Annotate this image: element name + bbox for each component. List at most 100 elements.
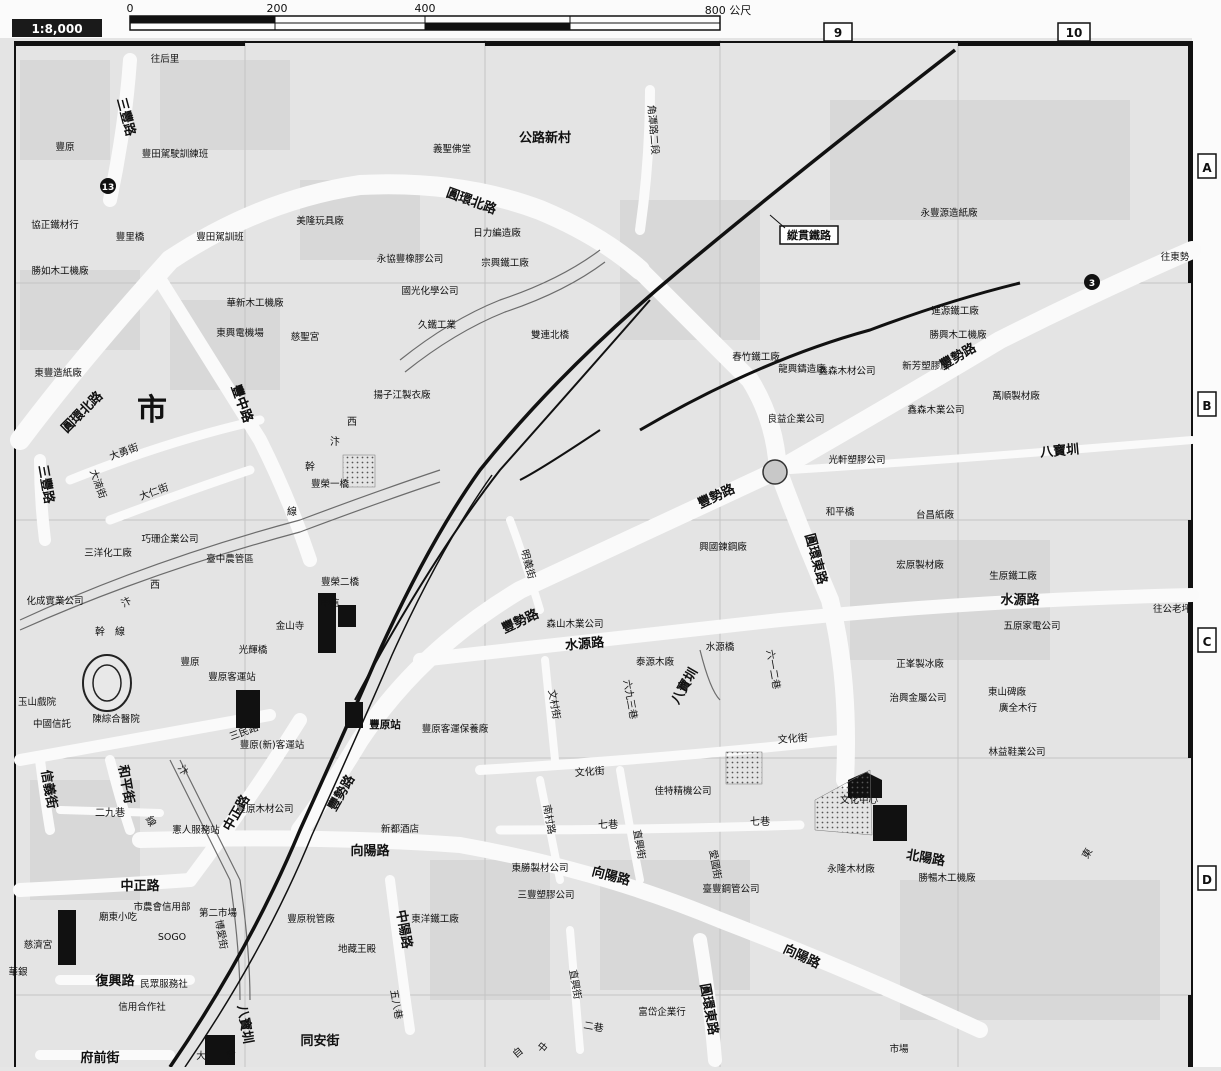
railways — [168, 48, 1021, 1068]
place-label: 華新木工機廠 — [226, 297, 284, 309]
road-label: 八寶圳 — [233, 1003, 256, 1045]
road-label: 向陽路 — [350, 843, 390, 859]
place-label: 佳特精機公司 — [654, 785, 711, 797]
road-label: 信義街 — [38, 769, 61, 810]
scale-bar — [12, 15, 721, 37]
place-label: 巧珊企業公司 — [141, 533, 198, 545]
place-label: 國光化學公司 — [401, 285, 458, 297]
place-label: 協正鐵材行 — [31, 219, 79, 231]
road-label: 三豐路 — [35, 464, 58, 506]
place-label: 鑫森木材公司 — [818, 365, 875, 377]
place-label: 金山寺 — [276, 620, 305, 632]
place-label: 富岱企業行 — [638, 1006, 686, 1018]
roundabout-circle — [762, 459, 788, 485]
place-labels: 豐里橋雙連北橋和平橋豐榮一橋豐榮二橋光輝橋水源橋豐田駕訓班豐田駕駛訓練班豐原豐原… — [8, 141, 1060, 1062]
grid-row-label: B — [1202, 399, 1211, 413]
direction-label: 往后里 — [151, 53, 180, 65]
grid-column-label: 9 — [834, 26, 842, 40]
place-label: 玉山戲院 — [18, 696, 57, 708]
parks — [342, 454, 873, 836]
place-label: 豐原客運站 — [208, 671, 256, 683]
place-label: 慈濟宮 — [24, 939, 53, 951]
station-label: 豐原站 — [369, 718, 401, 731]
place-label: 永豐源造紙廠 — [920, 207, 978, 219]
grid-row-label: A — [1202, 161, 1212, 175]
place-label: 和平橋 — [826, 506, 855, 518]
road-label: 汴 — [330, 435, 340, 448]
place-label: 五原家電公司 — [1003, 620, 1060, 632]
place-label: 豐原(新)客運站 — [240, 739, 305, 751]
road-label: 幹 — [95, 625, 105, 638]
place-label: 信用合作社 — [118, 1001, 166, 1013]
rail-label: 縱貫鐵路 — [787, 228, 832, 242]
road-label: 線 — [115, 625, 125, 638]
place-label: 正峯製冰廠 — [896, 658, 944, 670]
place-label: 豐原 — [55, 141, 74, 153]
road-label: 文化街 — [777, 731, 808, 747]
place-label: 久鐵工業 — [418, 319, 457, 331]
direction-label: 往東勢 — [1161, 251, 1190, 263]
place-label: 永隆木材廠 — [827, 863, 875, 875]
place-label: 森山木業公司 — [546, 618, 603, 630]
place-label: 慈聖宮 — [291, 331, 320, 343]
place-label: 豐田駕駛訓練班 — [142, 148, 209, 160]
scale-tick-label: 200 — [267, 2, 288, 15]
road-label: 七巷 — [598, 819, 618, 831]
place-label: 泰源木廠 — [636, 656, 675, 668]
place-label: 永協豐橡膠公司 — [377, 253, 444, 265]
place-label: 化成實業公司 — [26, 595, 83, 607]
place-label: 第二市場 — [199, 907, 238, 919]
road-label: 七巷 — [750, 816, 770, 828]
place-label: 豐里橋 — [116, 231, 145, 243]
place-label: 勝如木工機廠 — [31, 265, 89, 277]
place-label: 日力編造廠 — [473, 227, 521, 239]
place-label: 豐原木材公司 — [236, 803, 293, 815]
road-label: 幹 — [305, 460, 315, 473]
scale-tick-label: 0 — [127, 2, 134, 15]
road-label: 復興路 — [94, 973, 135, 989]
road-label: 府前街 — [80, 1050, 119, 1066]
scale-ratio: 1:8,000 — [31, 22, 82, 36]
place-label: 大 — [196, 1050, 206, 1062]
place-label: 雙連北橋 — [531, 329, 570, 341]
grid-row-label: D — [1202, 873, 1212, 887]
place-label: 文化中心 — [840, 794, 879, 806]
place-label: 東豐造紙廠 — [34, 367, 82, 379]
place-label: 水源橋 — [706, 641, 735, 653]
direction-label: 往公老坪 — [1153, 603, 1192, 615]
place-label: 華銀 — [8, 966, 28, 978]
place-label: 地藏王殿 — [338, 943, 377, 955]
place-label: 萬順製材廠 — [992, 390, 1040, 402]
place-label: 廟東小吃 — [99, 911, 138, 923]
road-label: 公路新村 — [519, 130, 571, 146]
road-label: 五八巷 — [387, 989, 404, 1021]
route-shield — [100, 178, 1100, 290]
place-label: 東洋鐵工廠 — [411, 913, 459, 925]
place-label: 勝興木工機廠 — [929, 329, 987, 341]
road-label: 線 — [287, 505, 297, 518]
place-label: 陳綜合醫院 — [92, 713, 140, 725]
scale-tick-label: 800 公尺 — [705, 4, 752, 17]
road-label: 中正路 — [120, 878, 160, 894]
route-shield-number: 13 — [102, 183, 115, 193]
place-label: 會 — [226, 1049, 236, 1061]
grid-index — [823, 22, 1217, 891]
place-label: 宏原製材廠 — [896, 559, 944, 571]
stadium — [82, 654, 132, 712]
place-label: 臺豐鋼管公司 — [702, 883, 759, 895]
place-label: 豐原 — [180, 656, 199, 668]
grid-column-label: 10 — [1066, 26, 1083, 40]
place-label: 勝暢木工機廠 — [918, 872, 976, 884]
place-label: 中國信託 — [33, 718, 72, 730]
road-label: 八寶圳 — [1039, 441, 1080, 460]
place-label: 東興電機場 — [216, 327, 264, 339]
place-label: 新都酒店 — [381, 823, 419, 835]
place-label: 三豐塑膠公司 — [517, 889, 574, 901]
place-label: 三洋化工廠 — [84, 547, 132, 559]
route-shield-number: 3 — [1089, 279, 1095, 289]
place-label: 東山碑廠 — [988, 686, 1027, 698]
place-label: 中信 — [320, 597, 339, 609]
place-label: 良益企業公司 — [767, 413, 824, 425]
